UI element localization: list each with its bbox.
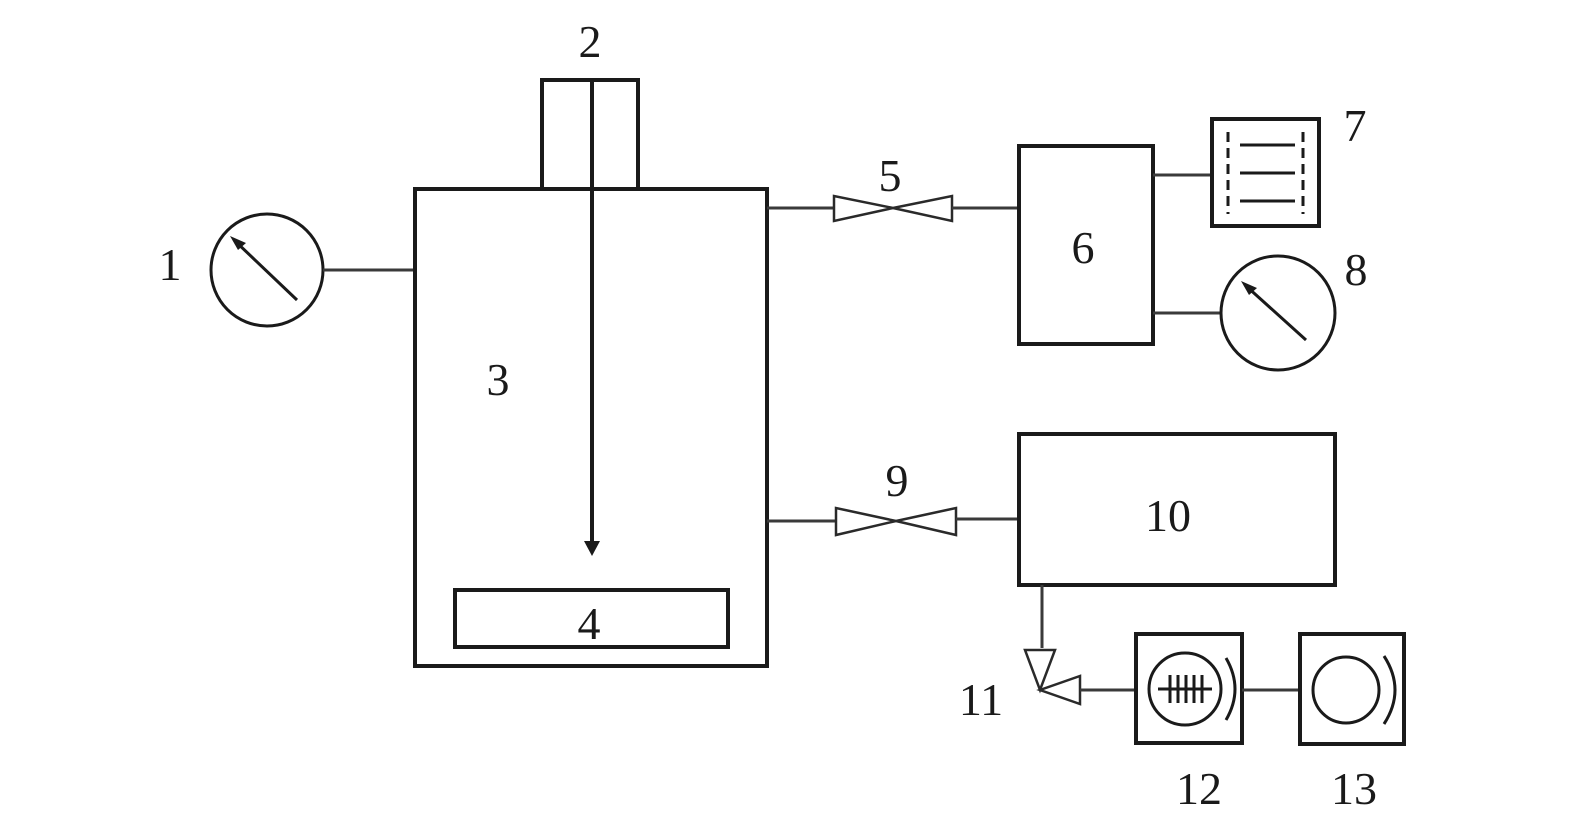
label-12: 12 xyxy=(1176,763,1222,814)
valve-9-left xyxy=(834,506,897,537)
pump-13 xyxy=(1298,632,1406,746)
fitting-11 xyxy=(1023,585,1136,706)
pump-12 xyxy=(1134,632,1244,745)
label-11: 11 xyxy=(959,674,1003,725)
valve-9-right xyxy=(895,506,958,537)
label-2: 2 xyxy=(579,16,602,67)
label-9: 9 xyxy=(886,455,909,506)
valve-5-left xyxy=(832,194,894,223)
pressure-gauge-8 xyxy=(1219,254,1337,372)
unit-10 xyxy=(1017,432,1337,587)
label-10: 10 xyxy=(1145,490,1191,541)
fitting-11-down xyxy=(1023,648,1057,694)
probe-arrow-icon xyxy=(584,541,600,556)
label-7: 7 xyxy=(1344,100,1367,151)
fitting-11-side xyxy=(1036,674,1082,706)
label-4: 4 xyxy=(578,598,601,649)
label-8: 8 xyxy=(1345,244,1368,295)
stage-4 xyxy=(453,588,730,649)
pressure-gauge-1 xyxy=(209,212,415,328)
valve-5-right xyxy=(892,194,954,223)
controller-7 xyxy=(1210,117,1321,228)
label-5: 5 xyxy=(879,150,902,201)
label-6: 6 xyxy=(1072,222,1095,273)
valve-9-line xyxy=(767,506,1019,537)
label-1: 1 xyxy=(159,239,182,290)
label-3: 3 xyxy=(487,354,510,405)
label-13: 13 xyxy=(1331,763,1377,814)
unit-6 xyxy=(1017,144,1155,346)
valve-5-line xyxy=(767,194,1019,223)
top-port-2 xyxy=(540,78,640,556)
